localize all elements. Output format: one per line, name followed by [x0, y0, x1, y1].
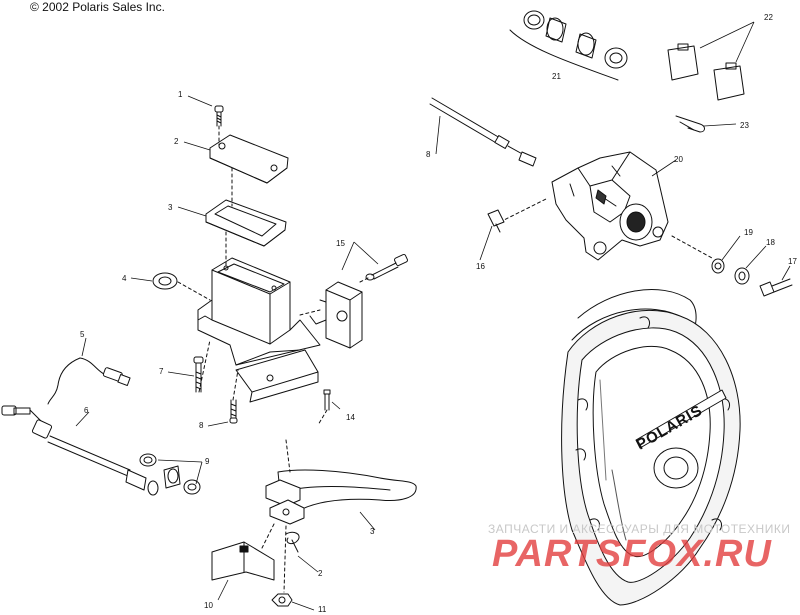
callout-7: 7 [159, 367, 164, 376]
brake-hose [1, 405, 159, 496]
lever-pin [323, 389, 331, 411]
watermark-brand: PARTSFOX.RU [492, 533, 772, 575]
callout-18: 18 [766, 238, 775, 247]
cap-seal [152, 272, 178, 290]
cover-screw [214, 105, 224, 127]
callout-4: 4 [122, 274, 127, 283]
callout-10: 10 [204, 601, 213, 610]
assembly-lines [177, 125, 713, 593]
lever-screw [229, 399, 238, 424]
leader-lines [75, 21, 791, 611]
chaincase-cover [561, 309, 741, 606]
callout-3: 3 [168, 203, 173, 212]
copyright-notice: © 2002 Polaris Sales Inc. [30, 0, 165, 14]
clamp-bolt [365, 253, 408, 281]
reservoir-diaphragm [205, 199, 287, 247]
callout-2: 2 [174, 137, 179, 146]
watermark-caption: ЗАПЧАСТИ И АКСЕССУАРЫ ДЛЯ МОТОТЕХНИКИ [488, 522, 791, 536]
park-lock-lever [211, 541, 275, 581]
banjo-washers [139, 453, 201, 495]
callout-5: 5 [80, 330, 85, 339]
lock-nut [271, 593, 293, 607]
brake-caliper [551, 151, 669, 261]
callout-20: 20 [674, 155, 683, 164]
caliper-pistons [509, 10, 628, 81]
handlebar-clamp [309, 281, 363, 349]
callout-23: 23 [740, 121, 749, 130]
brake-pads [667, 43, 745, 101]
callout-19: 19 [744, 228, 753, 237]
callout-6: 6 [84, 406, 89, 415]
callout-13: 3 [370, 527, 375, 536]
callout-12: 2 [318, 569, 323, 578]
brake-cable [429, 97, 537, 167]
callout-17: 17 [788, 257, 797, 266]
brake-switch [47, 357, 131, 405]
callout-22: 22 [764, 13, 773, 22]
bleeder-valve [487, 209, 505, 233]
callout-21: 21 [552, 72, 561, 81]
pivot-screw [193, 356, 204, 393]
lever-pivot [265, 479, 305, 525]
return-spring [285, 531, 300, 553]
callout-1: 1 [178, 90, 183, 99]
callout-cable: 8 [426, 150, 431, 159]
master-cylinder-body [197, 257, 321, 366]
callout-14: 14 [346, 413, 355, 422]
callout-9: 9 [205, 457, 210, 466]
caliper-washers [711, 258, 750, 285]
caliper-bolt [759, 278, 793, 297]
mounting-clamp [235, 349, 319, 403]
pad-retaining-clip [675, 115, 705, 133]
callout-16: 16 [476, 262, 485, 271]
reservoir-cover [209, 134, 289, 184]
callout-11: 11 [318, 605, 327, 614]
callout-8: 8 [199, 421, 204, 430]
callout-15: 15 [336, 239, 345, 248]
